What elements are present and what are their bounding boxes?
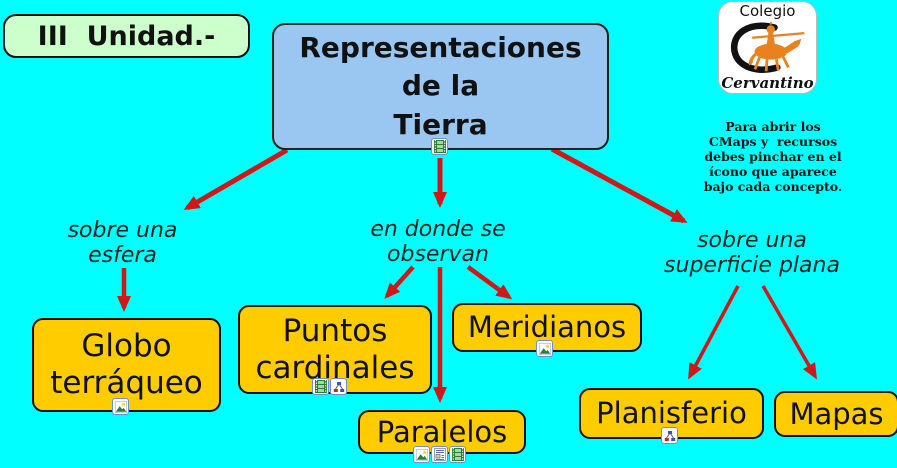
note-line: CMaps y recursos (708, 134, 838, 149)
node-mapas[interactable]: Mapas (774, 391, 897, 437)
instructions-note: Para abrir los CMaps y recursos debes pi… (693, 119, 853, 194)
image-icon[interactable] (536, 340, 553, 357)
root-line: de la (401, 69, 480, 103)
cmap-icon[interactable] (661, 427, 678, 444)
film-icon[interactable] (449, 446, 466, 463)
document-icon[interactable] (431, 446, 448, 463)
root-line: Representaciones (299, 30, 582, 64)
note-line: debes pinchar en el (704, 149, 842, 164)
root-line: Tierra (393, 107, 488, 141)
node-puntos-cardinales[interactable]: Puntos cardinales (238, 305, 432, 394)
logo-school-title: Cervantino (721, 74, 814, 92)
unit-badge: III Unidad.- (3, 14, 250, 58)
image-icon[interactable] (413, 446, 430, 463)
arrow-root-to-esfera (183, 147, 289, 211)
logo-school-name: Colegio (739, 2, 796, 20)
image-icon[interactable] (112, 398, 129, 415)
link-label-observan: en donde se observan (370, 217, 506, 267)
link-label-esfera: sobre una esfera (67, 218, 178, 268)
cmap-icon[interactable] (330, 378, 347, 395)
arrow-plana-to-planisferio (688, 285, 740, 380)
node-globo-terraqueo[interactable]: Globo terráqueo (32, 318, 221, 412)
film-icon[interactable] (312, 378, 329, 395)
quixote-horse-icon (730, 21, 804, 73)
arrow-root-to-plana (550, 146, 688, 224)
arrow-observan-to-puntos (384, 265, 415, 299)
unit-badge-label: III Unidad.- (37, 20, 216, 52)
film-icon[interactable] (431, 138, 448, 155)
arrow-plana-to-mapas (761, 285, 818, 380)
school-logo: Colegio Cervantino (718, 1, 817, 94)
note-line: Para abrir los (725, 119, 821, 134)
node-meridianos[interactable]: Meridianos (452, 303, 642, 352)
note-line: bajo cada concepto. (703, 179, 843, 194)
node-paralelos[interactable]: Paralelos (358, 410, 526, 454)
note-line: ícono que aparece (709, 164, 837, 179)
node-representaciones[interactable]: Representaciones de la Tierra (272, 23, 609, 150)
arrow-observan-to-meridianos (466, 265, 513, 300)
link-label-superficie-plana: sobre una superficie plana (664, 228, 840, 278)
